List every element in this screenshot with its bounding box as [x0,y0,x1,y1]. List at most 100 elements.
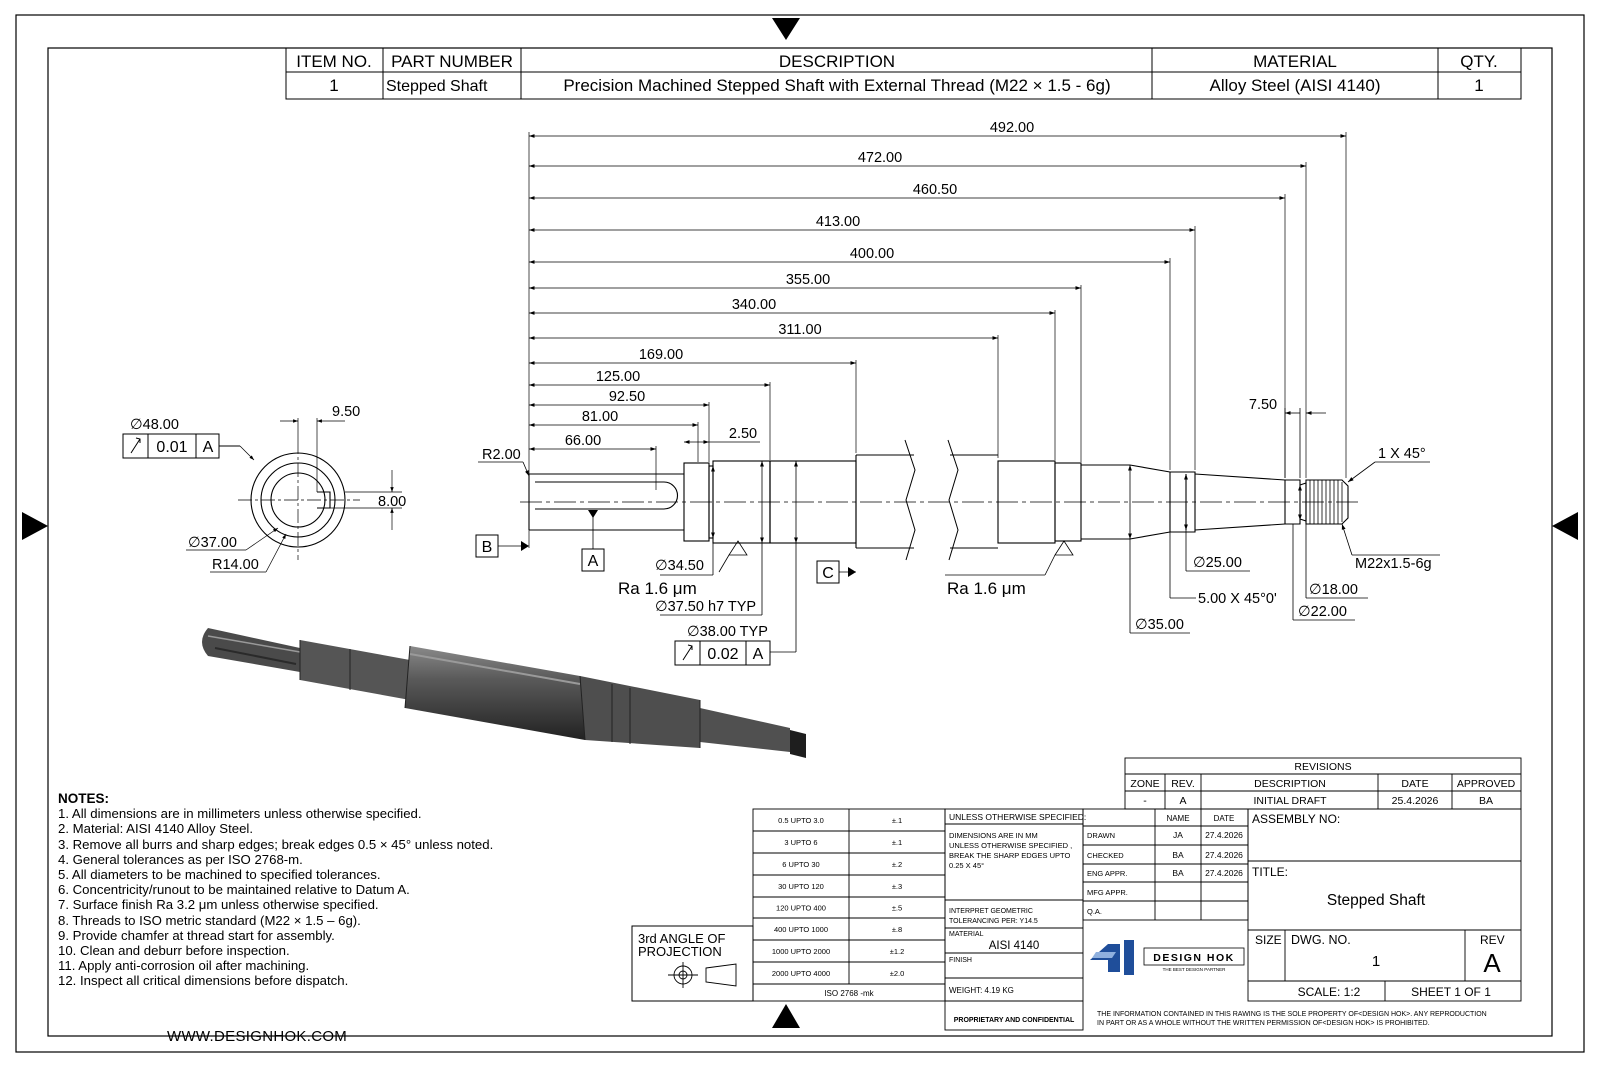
dim-chamfer-1x45: 1 X 45° [1378,446,1426,462]
bom-header-material: MATERIAL [1253,52,1337,71]
dim-460-50: 460.50 [913,182,957,198]
end-dim-key-depth: 8.00 [378,494,406,510]
datum-b: B [482,539,493,556]
approval-name: BA [1172,850,1184,860]
dim-d34-50: ∅34.50 [655,558,704,574]
dwg-no-label: DWG. NO. [1291,933,1351,947]
dim-492: 492.00 [990,120,1034,136]
dim-7-50: 7.50 [1249,397,1277,413]
logo-text: DESIGN HOK [1153,952,1235,964]
tolerance-value: ±.1 [892,838,902,847]
datum-c: C [822,565,834,582]
title-block [1247,808,1522,1002]
rev-header-date: DATE [1401,778,1428,790]
dim-340: 340.00 [732,297,776,313]
spec-interpret-line2: TOLERANCING PER: Y14.5 [949,918,1038,925]
bom-part-number: Stepped Shaft [386,78,488,95]
bom-description: Precision Machined Stepped Shaft with Ex… [563,76,1110,95]
dim-chamfer-5x45: 5.00 X 45°0' [1198,591,1277,607]
fcf-mid [674,640,771,666]
datum-a: A [588,553,599,570]
dim-r2: R2.00 [482,447,521,463]
disclaimer-line2: IN PART OR AS A WHOLE WITHOUT THE WRITTE… [1097,1020,1430,1027]
rev-header-approved: APPROVED [1457,778,1516,790]
tolerance-range: 6 UPTO 30 [782,860,819,869]
end-dim-r14: R14.00 [212,557,259,573]
bom-header-part: PART NUMBER [391,52,513,71]
length-dimension-lines [529,134,1346,478]
spec-unless: UNLESS OTHERWISE SPECIFIED: [949,812,1086,822]
bom-qty: 1 [1474,76,1483,95]
spec-dims-line1: DIMENSIONS ARE IN MM [949,831,1038,840]
end-fcf-ref: A [203,439,214,456]
tolerance-range: 30 UPTO 120 [778,882,824,891]
dim-2-50: 2.50 [729,426,757,442]
bom-header-description: DESCRIPTION [779,52,895,71]
end-fcf [122,433,240,459]
website-link[interactable]: WWW.DESIGNHOK.COM [167,1028,348,1045]
note-item: 11. Apply anti-corrosion oil after machi… [58,958,310,974]
dim-d35: ∅35.00 [1135,617,1184,633]
length-extension-lines [528,132,1347,548]
notes-title: NOTES: [58,791,110,806]
bom-header-item: ITEM NO. [296,52,372,71]
tolerance-value: ±.8 [892,925,902,934]
spec-finish-label: FINISH [949,957,972,964]
ra-left: Ra 1.6 μm [618,579,697,598]
bom-material: Alloy Steel (AISI 4140) [1209,76,1380,95]
note-item: 7. Surface finish Ra 3.2 μm unless other… [58,897,379,913]
spec-proprietary: PROPRIETARY AND CONFIDENTIAL [954,1017,1075,1024]
tolerance-footer: ISO 2768 -mk [824,989,874,998]
tolerance-range: 0.5 UPTO 3.0 [778,816,824,825]
dim-311: 311.00 [778,322,821,338]
approvals-name-header: NAME [1166,814,1189,823]
rev-row-rev: A [1179,795,1186,807]
center-mark-left [22,512,48,540]
approval-role: MFG APPR. [1087,888,1128,897]
note-item: 5. All diameters to be machined to speci… [58,867,381,883]
projection-line2: PROJECTION [638,944,722,959]
sheet-number: SHEET 1 OF 1 [1411,985,1491,999]
approval-role: CHECKED [1087,851,1124,860]
dim-92-50: 92.50 [609,389,645,405]
rev-row-approved: BA [1479,795,1493,807]
fcf-mid-ref: A [753,646,764,663]
shaft-side-view [528,439,1349,561]
rev-row-description: INITIAL DRAFT [1253,795,1327,807]
tolerance-range: 400 UPTO 1000 [774,925,828,934]
title-label: TITLE: [1252,865,1288,879]
note-item: 10. Clean and deburr before inspection. [58,943,290,959]
dim-d18: ∅18.00 [1309,582,1358,598]
fcf-mid-tol: 0.02 [707,646,738,663]
approval-name: BA [1172,868,1184,878]
spec-dims-line3: BREAK THE SHARP EDGES UPTO [949,851,1070,860]
note-item: 4. General tolerances as per ISO 2768-m. [58,851,303,867]
approval-role: Q.A. [1087,907,1102,916]
dim-355: 355.00 [786,272,830,288]
tolerance-range: 2000 UPTO 4000 [772,969,830,978]
spec-dims-line2: UNLESS OTHERWISE SPECIFIED , [949,841,1072,850]
note-item: 8. Threads to ISO metric standard (M22 ×… [58,912,361,928]
dim-d22: ∅22.00 [1298,604,1347,620]
note-item: 1. All dimensions are in millimeters unl… [58,806,422,822]
bom-table [285,47,1522,100]
center-mark-right [1552,512,1578,540]
projection-symbol [668,962,737,988]
approvals-table [1082,808,1249,921]
disclaimer-line1: THE INFORMATION CONTAINED IN THIS RAWING… [1097,1011,1487,1018]
rev-header-rev: REV. [1171,778,1195,790]
approval-role: DRAWN [1087,831,1115,840]
bom-header-qty: QTY. [1460,52,1497,71]
dim-413: 413.00 [816,214,860,230]
dim-472: 472.00 [858,150,902,166]
size-label: SIZE [1255,933,1282,947]
spec-material-label: MATERIAL [949,931,984,938]
assembly-label: ASSEMBLY NO: [1252,812,1340,826]
drawing-title: Stepped Shaft [1327,892,1426,909]
center-mark-bottom [772,1004,800,1028]
rev-row-date: 25.4.2026 [1392,795,1439,807]
dim-66: 66.00 [565,433,601,449]
notes-block: NOTES: 1. All dimensions are in millimet… [58,791,658,989]
